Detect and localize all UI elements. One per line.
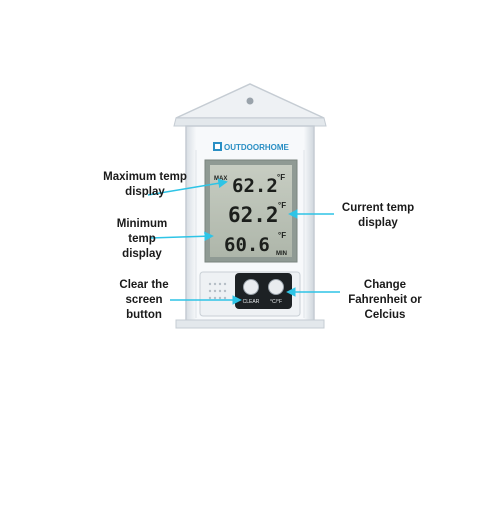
- callout-clear: Clear the screen button: [119, 279, 169, 321]
- arrow-max: [147, 178, 228, 196]
- callout-toggle-unit: Change Fahrenheit or Celcius: [348, 279, 422, 321]
- current-temp-unit: °F: [278, 201, 286, 210]
- brand-name: OUTDOORHOME: [224, 143, 290, 152]
- unit-toggle-label: °C/°F: [270, 299, 282, 305]
- arrow-min: [149, 231, 214, 242]
- callout-max-temp: Maximum temp display: [103, 171, 187, 198]
- max-temp-unit: °F: [277, 173, 285, 182]
- min-tag: MIN: [276, 251, 287, 257]
- clear-button[interactable]: CLEAR: [243, 279, 260, 306]
- min-temp-value: 60.6: [224, 234, 270, 256]
- callout-current-temp: Current temp display: [341, 202, 415, 229]
- hanging-hole-icon: [246, 97, 254, 105]
- lcd-screen: MAX 62.2 °F 62.2 °F 60.6 °F MIN: [204, 159, 298, 263]
- clear-button-label: CLEAR: [243, 299, 260, 305]
- callout-min-temp: Minimum temp display: [116, 218, 168, 260]
- current-temp-value: 62.2: [228, 203, 279, 227]
- control-panel: CLEAR °C/°F: [199, 271, 301, 317]
- callout-arrows: [147, 178, 340, 305]
- unit-toggle-button[interactable]: °C/°F: [268, 279, 284, 306]
- brand-logo: OUTDOORHOME: [213, 142, 290, 152]
- min-temp-unit: °F: [278, 231, 286, 240]
- max-tag: MAX: [214, 176, 227, 182]
- max-temp-value: 62.2: [232, 175, 278, 197]
- speaker-grille-icon: [208, 282, 227, 300]
- roof-top: [173, 83, 327, 127]
